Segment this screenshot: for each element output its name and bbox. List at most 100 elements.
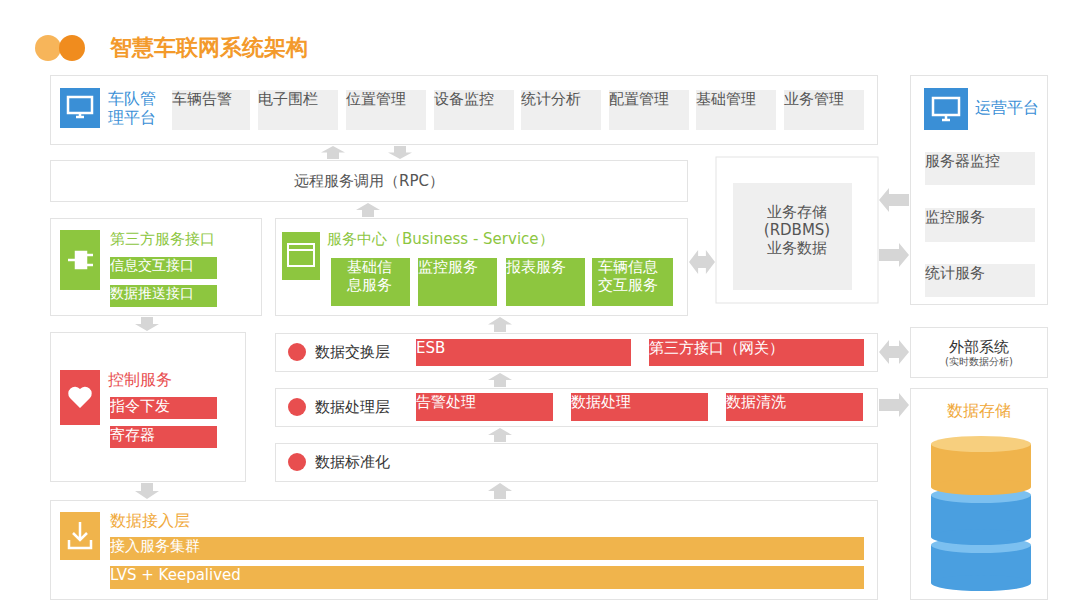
heart-icon <box>60 370 100 425</box>
window-icon <box>288 249 314 251</box>
block-arrow <box>135 317 159 331</box>
monitor-icon <box>942 115 950 120</box>
monitor-icon <box>76 113 84 117</box>
block-arrow <box>135 483 159 499</box>
process-box: 寄存器 <box>110 426 217 448</box>
monitor-icon <box>68 97 92 113</box>
panel-heading: 数据接入层 <box>110 511 190 530</box>
process-box: 业务管理 <box>784 90 864 130</box>
process-box: 车辆告警 <box>172 90 250 130</box>
panel-heading: 控制服务 <box>108 370 172 389</box>
download-icon <box>69 522 91 548</box>
box-label: 统计分析 <box>521 90 601 108</box>
box-label: 数据处理 <box>571 393 708 411</box>
process-box: 数据推送接口 <box>110 285 217 307</box>
block-arrow <box>879 340 909 364</box>
process-box: 接入服务集群 <box>110 537 864 560</box>
panel-box: 运营平台服务器监控监控服务统计服务 <box>910 75 1048 305</box>
box-label: 车辆信息交互服务 <box>598 258 667 294</box>
process-box: 指令下发 <box>110 397 217 419</box>
storage-frame <box>716 157 878 303</box>
window-icon <box>282 232 320 280</box>
storage-inner-panel <box>733 183 852 290</box>
block-arrow <box>879 393 909 417</box>
process-box: 电子围栏 <box>258 90 338 130</box>
row-dot <box>288 343 306 361</box>
box-label: 指令下发 <box>110 397 217 415</box>
process-box: 服务器监控 <box>925 152 1035 185</box>
box-label: 车辆告警 <box>172 90 250 108</box>
process-box: 第三方接口（网关） <box>649 339 864 366</box>
box-label: 服务器监控 <box>925 152 1035 170</box>
panel-heading: 第三方服务接口 <box>110 230 215 248</box>
process-box: 设备监控 <box>434 90 514 130</box>
process-box: 信息交互接口 <box>110 257 217 279</box>
title-dot <box>35 35 61 61</box>
panel-box: 远程服务调用（RPC） <box>50 160 688 202</box>
panel-heading: 数据处理层 <box>315 398 390 416</box>
box-label: 业务存储 (RDBMS) 业务数据 <box>760 203 834 257</box>
block-arrow <box>488 317 512 332</box>
block-arrow <box>689 250 715 274</box>
panel-heading: 服务中心（Business - Service） <box>327 230 554 248</box>
box-label: 报表服务 <box>506 258 585 276</box>
box-label: 告警处理 <box>416 393 553 411</box>
box-label: 信息交互接口 <box>110 257 217 274</box>
box-label: (实时数据分析) <box>945 356 1013 368</box>
box-label: 外部系统 <box>949 338 1009 356</box>
monitor-icon <box>924 88 968 130</box>
process-box: 统计服务 <box>925 264 1035 297</box>
block-arrow <box>356 203 380 217</box>
panel-box: 外部系统(实时数据分析) <box>910 327 1048 378</box>
heart-icon <box>68 387 91 408</box>
block-arrow <box>321 146 345 159</box>
row-dot <box>288 398 306 416</box>
block-arrow <box>488 483 512 499</box>
process-box: 位置管理 <box>346 90 426 130</box>
process-box: 数据清洗 <box>726 393 863 421</box>
process-box: 统计分析 <box>521 90 601 130</box>
plug-icon <box>68 252 93 268</box>
box-label: 监控服务 <box>925 208 1035 226</box>
block-arrow <box>879 188 909 212</box>
download-icon <box>60 512 100 560</box>
diagram-title: 智慧车联网系统架构 <box>110 33 308 63</box>
panel-heading: 车队管理平台 <box>108 89 160 127</box>
box-label: 基础管理 <box>696 90 776 108</box>
panel-box: 控制服务指令下发寄存器 <box>50 332 246 482</box>
box-label: 远程服务调用（RPC） <box>294 172 444 190</box>
block-arrow <box>879 243 909 267</box>
row-dot <box>288 453 306 471</box>
panel-box: 数据存储 <box>910 388 1048 600</box>
box-label: 数据清洗 <box>726 393 863 411</box>
process-box: ESB <box>416 339 631 366</box>
process-box: 车辆信息交互服务 <box>592 258 673 306</box>
panel-box: 数据交换层 ESB 第三方接口（网关） <box>275 333 878 372</box>
box-label: 电子围栏 <box>258 90 338 108</box>
box-label: 设备监控 <box>434 90 514 108</box>
panel-box: 车队管理平台车辆告警电子围栏位置管理设备监控统计分析配置管理基础管理业务管理 <box>50 75 878 145</box>
title-dot <box>59 35 85 61</box>
block-arrow <box>388 146 412 159</box>
process-box: 基础管理 <box>696 90 776 130</box>
panel-heading: 数据交换层 <box>315 343 390 361</box>
box-label: 寄存器 <box>110 426 217 444</box>
panel-box: 数据标准化 <box>275 443 878 482</box>
database-cylinder <box>931 575 1031 591</box>
box-label: LVS + Keepalived <box>110 566 864 584</box>
process-box: LVS + Keepalived <box>110 566 864 589</box>
panel-box: 第三方服务接口信息交互接口数据推送接口 <box>50 218 262 316</box>
process-box: 配置管理 <box>609 90 689 130</box>
box-label: 统计服务 <box>925 264 1035 282</box>
monitor-icon <box>933 98 959 115</box>
panel-box: 服务中心（Business - Service）基础信息服务监控服务报表服务车辆… <box>275 218 688 316</box>
box-label: 基础信息服务 <box>347 258 394 294</box>
panel-box: 数据接入层接入服务集群 LVS + Keepalived <box>50 500 878 600</box>
box-label: 业务管理 <box>784 90 864 108</box>
panel-box: 数据处理层 告警处理数据处理数据清洗 <box>275 388 878 427</box>
box-label: 配置管理 <box>609 90 689 108</box>
box-label: 数据推送接口 <box>110 285 217 302</box>
box-label: ESB <box>416 339 631 357</box>
window-icon <box>288 244 314 266</box>
